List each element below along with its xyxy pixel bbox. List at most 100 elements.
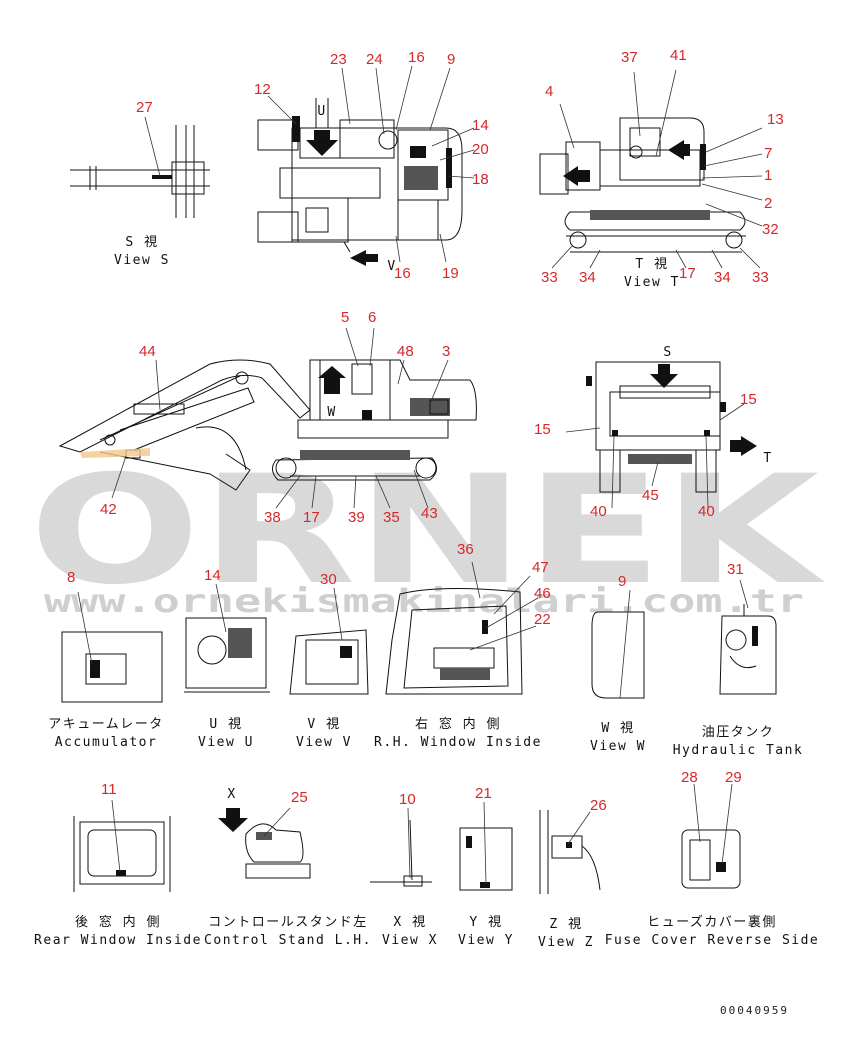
callout-9b: 9 (618, 573, 626, 590)
callout-40: 40 (590, 503, 607, 520)
caption-control-stand-en: Control Stand L.H. (204, 933, 372, 948)
view-letter-w: W (327, 405, 336, 420)
hydraulic-tank-drawing (719, 579, 777, 695)
view-t-drawing (539, 69, 763, 269)
caption-control-stand-jp: コントロールスタンド左 (208, 915, 368, 930)
view-letter-t: T (763, 451, 772, 466)
caption-view-u-jp: U 視 (209, 717, 242, 732)
watermark-url: www.ornekismakinalari.com.tr (44, 582, 804, 620)
view-v-drawing (289, 587, 369, 695)
callout-38: 38 (264, 509, 281, 526)
callout-30: 30 (320, 571, 337, 588)
caption-view-z-en: View Z (538, 935, 594, 950)
callout-34: 34 (579, 269, 596, 286)
callout-18: 18 (472, 171, 489, 188)
captions: S 視 View S T 視 View T アキュームレータ Accumulat… (34, 235, 820, 950)
caption-view-x-jp: X 視 (393, 915, 426, 930)
caption-view-w-en: View W (590, 739, 646, 754)
callout-21: 21 (475, 785, 492, 802)
caption-hydraulic-tank-jp: 油圧タンク (702, 725, 775, 740)
callout-40b: 40 (698, 503, 715, 520)
callout-35: 35 (383, 509, 400, 526)
view-u-drawing (184, 583, 270, 693)
callout-16: 16 (408, 49, 425, 66)
callout-47: 47 (532, 559, 549, 576)
caption-view-s-jp: S 視 (125, 235, 158, 250)
document-id: 00040959 (720, 1004, 789, 1017)
caption-hydraulic-tank-en: Hydraulic Tank (673, 743, 804, 758)
fuse-cover-drawing (681, 783, 741, 889)
caption-view-t-jp: T 視 (635, 257, 668, 272)
callout-43: 43 (421, 505, 438, 522)
callout-8: 8 (67, 569, 75, 586)
caption-view-u-en: View U (198, 735, 254, 750)
callout-7: 7 (764, 145, 772, 162)
callout-45: 45 (642, 487, 659, 504)
callout-28: 28 (681, 769, 698, 786)
callout-14b: 14 (204, 567, 221, 584)
caption-fuse-cover-jp: ヒューズカバー裏側 (647, 914, 777, 930)
callout-48: 48 (397, 343, 414, 360)
caption-rear-window-jp: 後 窓 内 側 (75, 914, 161, 930)
callout-39: 39 (348, 509, 365, 526)
callout-2: 2 (764, 195, 772, 212)
callout-41: 41 (670, 47, 687, 64)
accumulator-drawing (61, 591, 163, 703)
watermark: ORNEK www.ornekismakinalari.com.tr (29, 444, 825, 620)
callout-20: 20 (472, 141, 489, 158)
view-letters: U V S T W X (227, 104, 772, 802)
callout-14: 14 (472, 117, 489, 134)
control-stand-drawing (218, 807, 311, 879)
callout-37: 37 (621, 49, 638, 66)
callout-11: 11 (101, 781, 117, 798)
callout-46: 46 (534, 585, 551, 602)
caption-view-y-en: View Y (458, 933, 514, 948)
callout-42: 42 (100, 501, 117, 518)
caption-fuse-cover-en: Fuse Cover Reverse Side (605, 933, 820, 948)
callout-24: 24 (366, 51, 383, 68)
caption-view-z-jp: Z 視 (549, 917, 582, 932)
caption-rear-window-en: Rear Window Inside (34, 933, 202, 948)
callout-25: 25 (291, 789, 308, 806)
main-excavator-drawing (58, 327, 477, 509)
callout-3: 3 (442, 343, 450, 360)
caption-view-s-en: View S (114, 253, 170, 268)
view-w-drawing (591, 589, 645, 699)
watermark-brand: ORNEK (29, 444, 825, 618)
rear-window-drawing (73, 799, 171, 892)
callout-31: 31 (727, 561, 744, 578)
callout-32: 32 (762, 221, 779, 238)
caption-accumulator-jp: アキュームレータ (48, 717, 164, 732)
callout-23: 23 (330, 51, 347, 68)
callout-15: 15 (534, 421, 551, 438)
callout-26: 26 (590, 797, 607, 814)
callout-9: 9 (447, 51, 455, 68)
callout-27: 27 (136, 99, 153, 116)
callout-22: 22 (534, 611, 551, 628)
callout-29: 29 (725, 769, 742, 786)
callout-33b: 33 (752, 269, 769, 286)
callout-13: 13 (767, 111, 784, 128)
view-letter-v: V (387, 259, 396, 274)
callout-1: 1 (764, 167, 772, 184)
top-view-drawing (257, 65, 475, 266)
callout-17: 17 (679, 265, 696, 282)
view-s-drawing (70, 116, 210, 218)
callout-44: 44 (139, 343, 156, 360)
callout-15b: 15 (740, 391, 757, 408)
caption-view-v-jp: V 視 (307, 717, 340, 732)
view-letter-u: U (317, 104, 326, 119)
callout-5: 5 (341, 309, 349, 326)
callout-17b: 17 (303, 509, 320, 526)
rear-view-drawing (565, 361, 757, 509)
view-z-drawing (539, 810, 601, 894)
callout-4: 4 (545, 83, 553, 100)
caption-view-v-en: View V (296, 735, 352, 750)
callout-33: 33 (541, 269, 558, 286)
view-letter-s: S (663, 345, 672, 360)
callout-6: 6 (368, 309, 376, 326)
caption-accumulator-en: Accumulator (55, 735, 158, 750)
view-x-drawing (370, 807, 432, 887)
